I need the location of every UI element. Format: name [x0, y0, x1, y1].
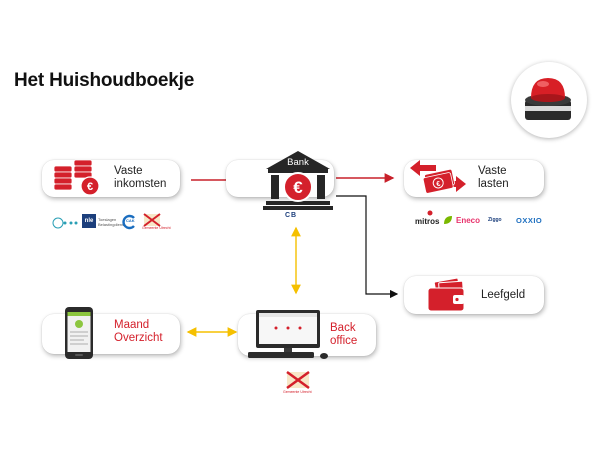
cak-logo-icon [122, 214, 135, 230]
svg-text:€: € [87, 181, 93, 193]
backoffice-gemeente-caption: Gemeente Utrecht [283, 390, 312, 394]
expense-logos: mitros Eneco Ziggo OXXIO [415, 210, 545, 230]
gemeente-utrecht-crest-icon [286, 370, 310, 390]
bank-building-euro-icon: € [263, 151, 333, 210]
backoffice-label: Back office [330, 322, 358, 347]
mitros-figure-icon [427, 210, 433, 216]
fixed-costs-label: Vaste lasten [478, 165, 509, 190]
month-overview-label: Maand Overzicht [114, 319, 163, 344]
svg-text:€: € [436, 181, 441, 189]
arrow-bank-to-leefgeld [336, 195, 399, 299]
cak-logo: CAK [126, 218, 135, 223]
svg-text:€: € [293, 178, 303, 197]
banknotes-transfer-icon: € [410, 160, 466, 194]
leefgeld-card [404, 276, 544, 314]
bank-sub-logo: CB [285, 212, 298, 219]
income-label: Vaste inkomsten [114, 165, 167, 190]
oxxio-logo: OXXIO [516, 216, 543, 225]
nle-logo: nle [82, 214, 96, 228]
mitros-logo: mitros [415, 217, 440, 226]
gemeente-utrecht-caption: Gemeente Utrecht [142, 226, 171, 230]
leefgeld-label: Leefgeld [481, 289, 526, 301]
ziggo-logo: Ziggo [488, 217, 502, 223]
slide-title: Het Huishoudboekje [14, 70, 195, 91]
desktop-computer-icon [248, 310, 328, 359]
alarm-button-badge [511, 62, 587, 138]
bank-label: Bank [287, 157, 309, 168]
green-leaf-icon [444, 216, 452, 224]
gvb-logo-icon [52, 217, 78, 229]
wallet-icon [427, 277, 465, 312]
smartphone-icon [65, 307, 93, 359]
coin-stack-euro-icon: € [53, 159, 100, 196]
red-alarm-button-icon [525, 78, 571, 120]
gemeente-utrecht-crest-icon [143, 213, 161, 227]
eneco-logo: Eneco [456, 216, 481, 225]
